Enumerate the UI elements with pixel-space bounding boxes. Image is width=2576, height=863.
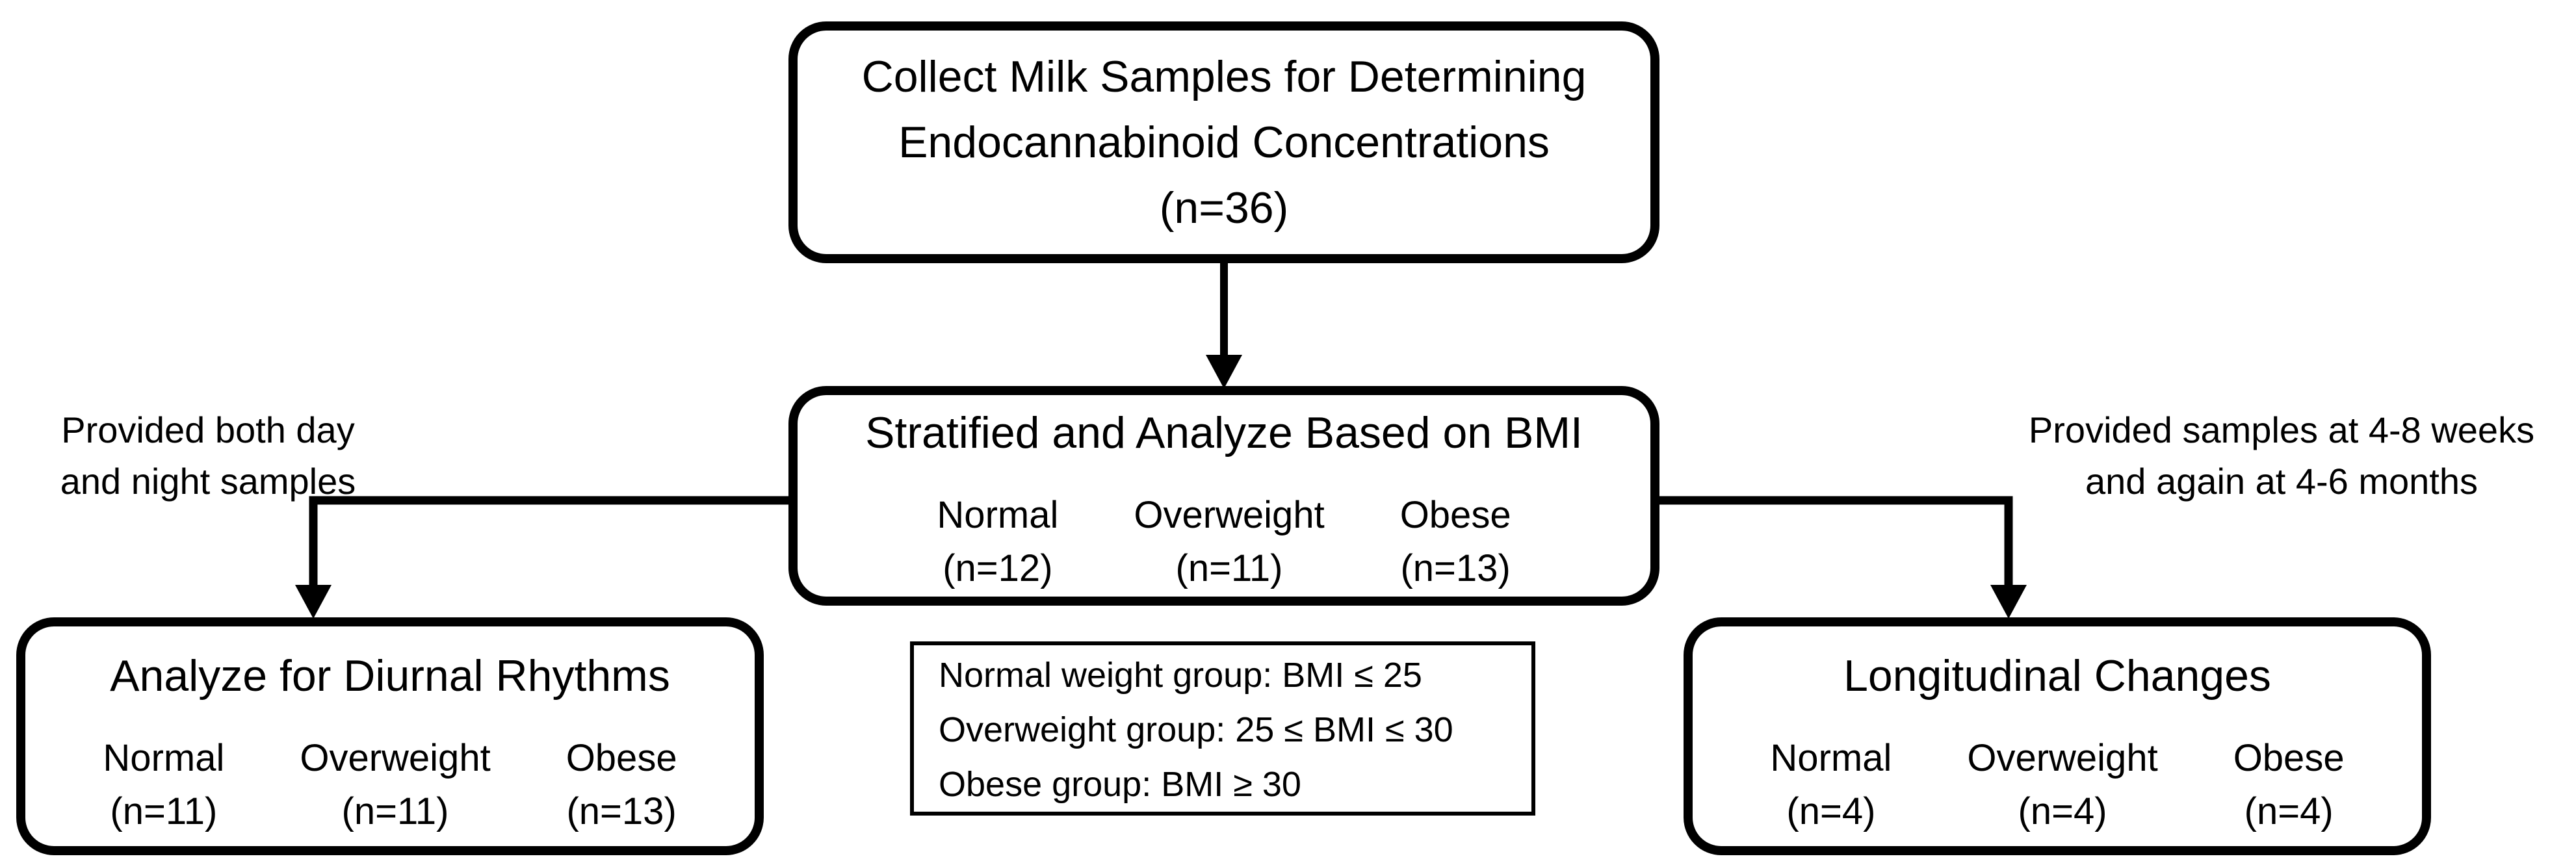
- node-collect-milk-samples: Collect Milk Samples for Determining End…: [788, 21, 1659, 263]
- group-obese: Obese (n=13): [566, 733, 677, 837]
- group-normal: Normal (n=11): [103, 733, 224, 837]
- group-obese: Obese (n=13): [1400, 490, 1511, 594]
- node-longitudinal-changes: Longitudinal Changes Normal (n=4) Overwe…: [1684, 617, 2431, 855]
- bmi-definition-line: Obese group: BMI ≥ 30: [939, 765, 1301, 804]
- group-count: (n=11): [341, 790, 449, 832]
- group-obese: Obese (n=4): [2233, 733, 2345, 837]
- group-count: (n=13): [1400, 547, 1511, 589]
- node-title: Stratified and Analyze Based on BMI: [865, 408, 1583, 457]
- group-name: Overweight: [1134, 494, 1325, 536]
- annotation-line: and night samples: [60, 461, 356, 502]
- group-overweight: Overweight (n=4): [1967, 733, 2157, 837]
- group-name: Normal: [103, 737, 225, 779]
- group-overweight: Overweight (n=11): [1134, 490, 1324, 594]
- node-title: Analyze for Diurnal Rhythms: [110, 651, 670, 701]
- group-name: Normal: [937, 494, 1059, 536]
- annotation-line: and again at 4-6 months: [2085, 461, 2478, 502]
- node-sample-size: (n=36): [1159, 183, 1289, 233]
- group-name: Obese: [566, 737, 677, 779]
- bmi-definition-line: Normal weight group: BMI ≤ 25: [939, 656, 1422, 695]
- group-name: Obese: [2233, 737, 2345, 779]
- elbow-line-middle-to-left: [309, 496, 788, 589]
- group-name: Normal: [1770, 737, 1892, 779]
- node-title-line: Endocannabinoid Concentrations: [898, 117, 1550, 167]
- annotation-longitudinal-samples: Provided samples at 4-8 weeks and again …: [2002, 404, 2561, 507]
- group-normal: Normal (n=12): [937, 490, 1058, 594]
- group-name: Overweight: [1967, 737, 2158, 779]
- group-count: (n=4): [2018, 790, 2107, 832]
- group-row: Normal (n=11) Overweight (n=11) Obese (n…: [25, 733, 755, 837]
- group-count: (n=13): [566, 790, 677, 832]
- annotation-line: Provided both day: [61, 409, 355, 450]
- bmi-definitions-box: Normal weight group: BMI ≤ 25 Overweight…: [910, 641, 1535, 816]
- node-diurnal-rhythms: Analyze for Diurnal Rhythms Normal (n=11…: [16, 617, 764, 855]
- group-name: Overweight: [300, 737, 491, 779]
- group-count: (n=4): [1786, 790, 1876, 832]
- node-stratified-by-bmi: Stratified and Analyze Based on BMI Norm…: [788, 386, 1659, 606]
- bmi-definition-line: Overweight group: 25 ≤ BMI ≤ 30: [939, 710, 1453, 749]
- node-title-line: Collect Milk Samples for Determining: [861, 51, 1587, 101]
- group-row: Normal (n=12) Overweight (n=11) Obese (n…: [798, 490, 1650, 594]
- group-normal: Normal (n=4): [1770, 733, 1892, 837]
- annotation-line: Provided samples at 4-8 weeks: [2028, 409, 2535, 450]
- arrowhead-middle-to-right-icon: [1990, 585, 2027, 619]
- group-name: Obese: [1399, 494, 1511, 536]
- group-count: (n=11): [110, 790, 218, 832]
- arrowhead-top-to-middle-icon: [1206, 355, 1242, 389]
- group-count: (n=12): [943, 547, 1053, 589]
- group-count: (n=11): [1175, 547, 1283, 589]
- annotation-day-night-samples: Provided both day and night samples: [26, 404, 390, 507]
- group-row: Normal (n=4) Overweight (n=4) Obese (n=4…: [1693, 733, 2422, 837]
- group-count: (n=4): [2244, 790, 2334, 832]
- node-title: Longitudinal Changes: [1843, 651, 2271, 701]
- group-overweight: Overweight (n=11): [300, 733, 490, 837]
- arrowhead-middle-to-left-icon: [295, 585, 332, 619]
- elbow-line-middle-to-right: [1659, 496, 2013, 589]
